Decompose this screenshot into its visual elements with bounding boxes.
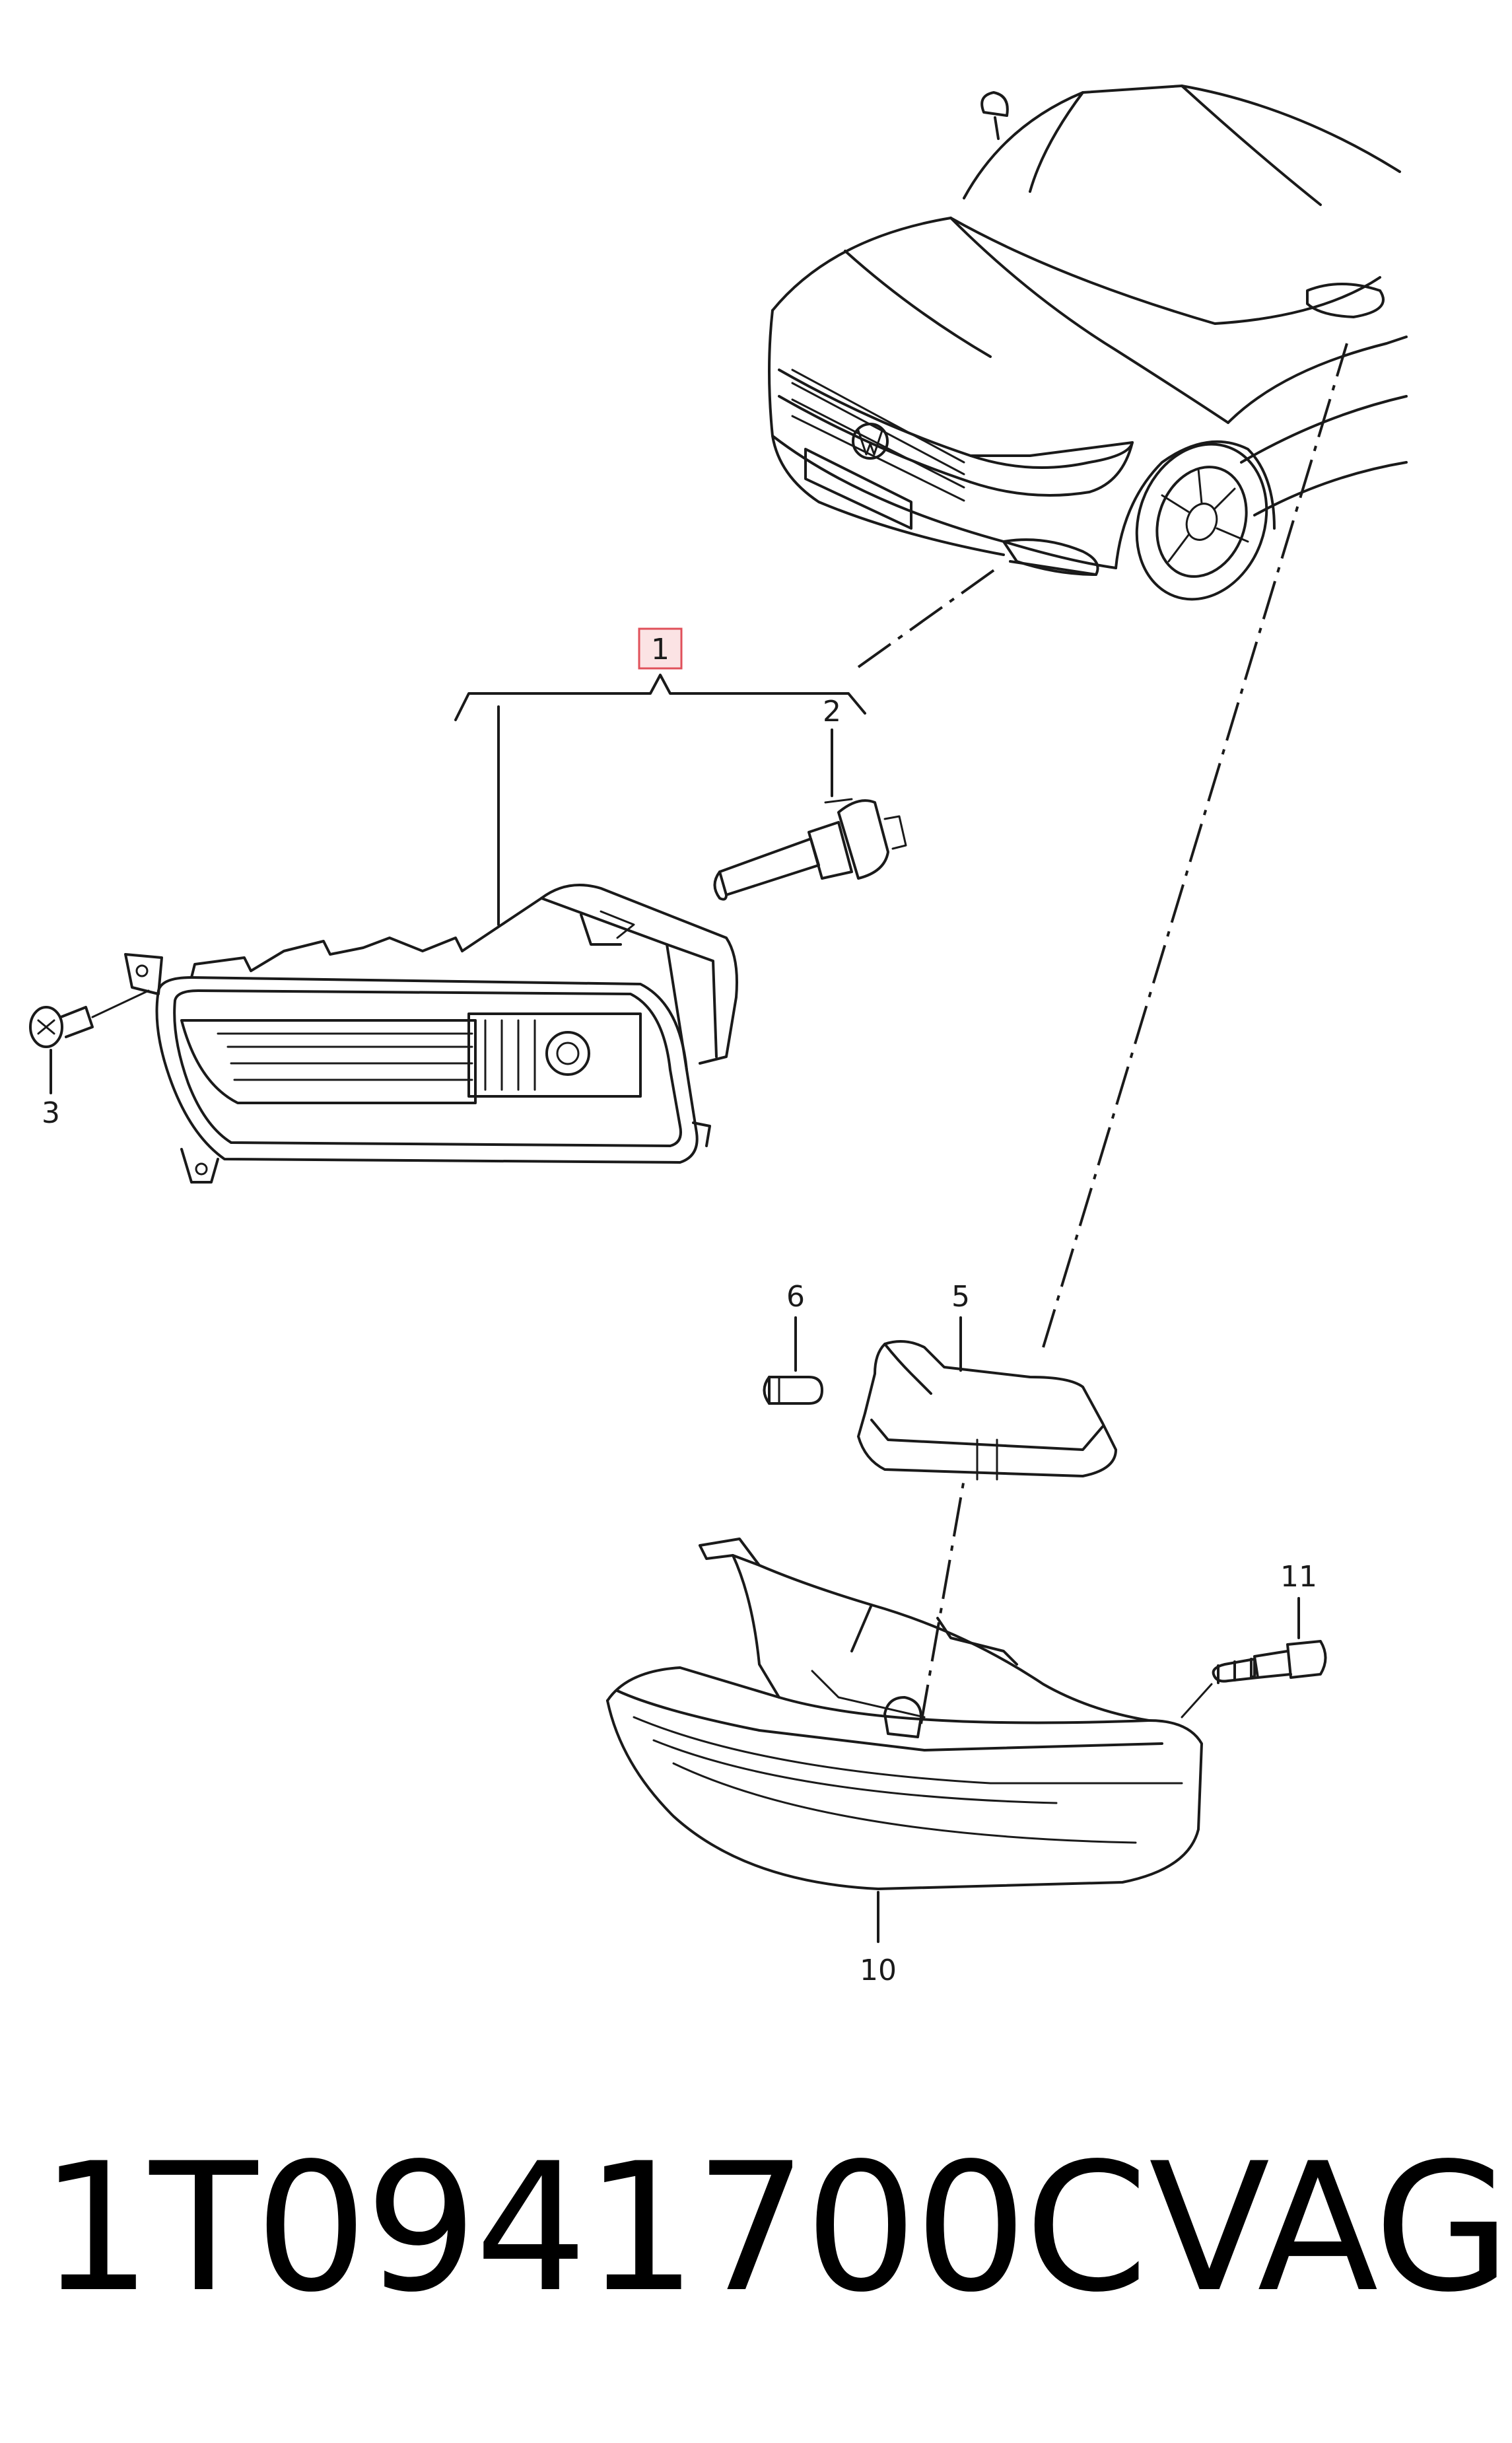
part-11-bolt: 11 xyxy=(1181,1560,1327,1718)
car-front-illustration xyxy=(768,85,1408,601)
callout-1-label: 1 xyxy=(651,633,670,666)
leader-lines xyxy=(857,343,1348,1724)
part-number: 1T0941700C xyxy=(40,2125,1148,2331)
part-10-lamp: 10 xyxy=(606,1538,1203,1987)
callout-6-label: 6 xyxy=(786,1280,805,1314)
part-3-screw: 3 xyxy=(29,989,150,1130)
part-2-bulb: 2 xyxy=(713,695,907,901)
callout-10-label: 10 xyxy=(860,1954,897,1987)
callout-3-label: 3 xyxy=(42,1096,60,1130)
part-6-small-bulb: 6 xyxy=(763,1280,823,1405)
callout-5-label: 5 xyxy=(951,1280,970,1314)
part-1-fog-lamp xyxy=(124,884,738,1184)
part-5-cap: 5 xyxy=(857,1280,1117,1481)
callout-1-group: 1 xyxy=(454,627,866,926)
callout-11-label: 11 xyxy=(1280,1560,1317,1594)
brand-name: VAG xyxy=(1149,2125,1511,2331)
callout-2-label: 2 xyxy=(823,695,841,728)
callout-1-box xyxy=(638,627,683,670)
